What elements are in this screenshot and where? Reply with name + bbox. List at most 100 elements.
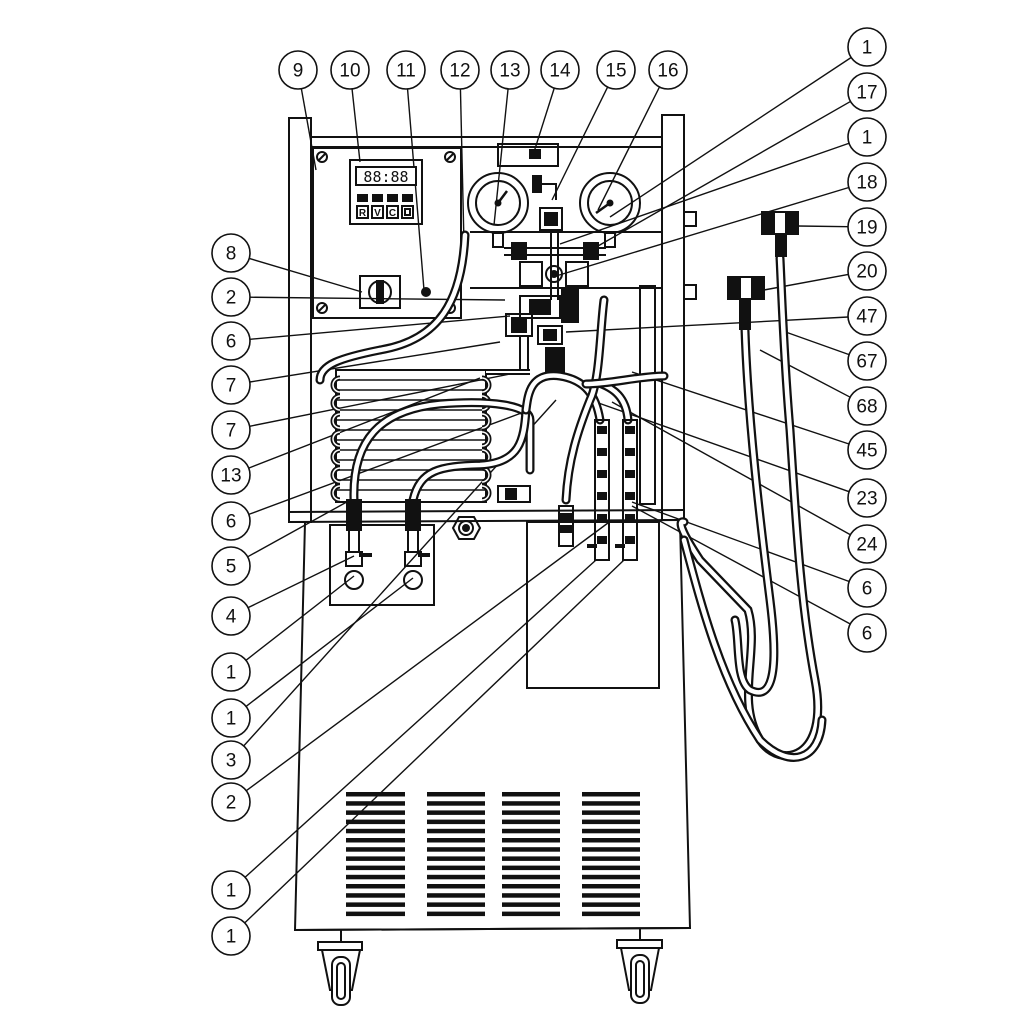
- leader-line: [559, 142, 850, 245]
- callout-number: 23: [847, 478, 887, 518]
- callout-number: 4: [211, 596, 251, 636]
- svg-text:47: 47: [856, 307, 877, 328]
- controller-button-label: C: [389, 208, 396, 219]
- low-pressure-gauge-icon: [467, 172, 529, 248]
- callout-number: 20: [847, 251, 887, 291]
- callout-number: 45: [847, 430, 887, 470]
- callout-number: 3: [211, 740, 251, 780]
- callout-number: 2: [211, 277, 251, 317]
- callout-number: 5: [211, 546, 251, 586]
- leader-line: [459, 88, 465, 245]
- controller-unit: [349, 159, 423, 225]
- main-switch-lever: [376, 280, 384, 304]
- leader-line: [248, 377, 481, 469]
- leader-line: [249, 257, 363, 293]
- svg-text:3: 3: [226, 751, 237, 772]
- leader-line: [406, 88, 425, 291]
- leader-line: [611, 401, 851, 536]
- svg-text:12: 12: [449, 61, 470, 82]
- callout-number: 1: [847, 27, 887, 67]
- svg-text:67: 67: [856, 352, 877, 373]
- callout-number: 1: [211, 870, 251, 910]
- svg-text:7: 7: [226, 421, 237, 442]
- svg-text:16: 16: [657, 61, 678, 82]
- digital-display: [355, 166, 417, 186]
- callout-number: 1: [211, 916, 251, 956]
- callout-number: 6: [847, 613, 887, 653]
- callout-number: 24: [847, 524, 887, 564]
- callout-number: 15: [596, 50, 636, 90]
- callout-number: 68: [847, 386, 887, 426]
- svg-text:15: 15: [605, 61, 626, 82]
- leader-line: [247, 555, 355, 609]
- quick-coupler-high-icon: [761, 211, 799, 257]
- svg-text:8: 8: [226, 244, 237, 265]
- solenoid-valve-icon: [519, 295, 561, 319]
- cabinet-vents: [346, 792, 640, 917]
- callout-number: 12: [440, 50, 480, 90]
- callout-number: 18: [847, 162, 887, 202]
- svg-text:6: 6: [226, 512, 237, 533]
- svg-text:13: 13: [220, 466, 241, 487]
- leader-line: [555, 186, 850, 277]
- coupler-icon: [558, 505, 574, 547]
- svg-text:9: 9: [293, 61, 304, 82]
- leader-line: [244, 559, 625, 924]
- leader-line: [533, 87, 555, 153]
- display-reading: 88:88: [363, 168, 408, 186]
- leader-line: [351, 88, 361, 163]
- callout-number: 13: [490, 50, 530, 90]
- service-valves: [344, 211, 799, 590]
- svg-text:1: 1: [226, 881, 237, 902]
- controller-button-label: R: [359, 208, 367, 219]
- service-valve-right-icon: [403, 499, 430, 590]
- left-caster: [317, 930, 363, 1006]
- svg-text:1: 1: [226, 663, 237, 684]
- coupler-port-icon: [683, 211, 697, 227]
- svg-text:1: 1: [226, 709, 237, 730]
- svg-text:1: 1: [226, 927, 237, 948]
- callout-number: 2: [211, 782, 251, 822]
- callout-number: 10: [330, 50, 370, 90]
- leader-line: [631, 505, 851, 625]
- callout-number: 16: [648, 50, 688, 90]
- callout-number: 9: [278, 50, 318, 90]
- leader-line: [245, 575, 355, 661]
- callout-number: 17: [847, 72, 887, 112]
- callout-number: 6: [211, 501, 251, 541]
- oil-container-icon: [497, 143, 559, 167]
- quick-coupler-low-icon: [727, 276, 765, 330]
- callout-number: 1: [847, 117, 887, 157]
- svg-text:6: 6: [226, 332, 237, 353]
- svg-text:14: 14: [549, 61, 571, 82]
- svg-text:11: 11: [396, 61, 416, 82]
- callout-number: 1: [211, 652, 251, 692]
- leader-line: [248, 411, 525, 516]
- callout-number: 6: [847, 568, 887, 608]
- leader-line: [244, 559, 597, 878]
- callout-number: 13: [211, 455, 251, 495]
- svg-text:23: 23: [856, 489, 877, 510]
- callout-number: 19: [847, 207, 887, 247]
- center-panel: [526, 521, 660, 689]
- svg-text:7: 7: [226, 376, 237, 397]
- leader-line: [631, 371, 850, 445]
- leader-line: [245, 577, 414, 707]
- callout-number: 67: [847, 341, 887, 381]
- coil-bends-left: [330, 375, 341, 503]
- svg-text:2: 2: [226, 793, 237, 814]
- callout-number: 1: [211, 698, 251, 738]
- coupler-stack-icon: [622, 419, 638, 561]
- svg-text:4: 4: [226, 607, 237, 628]
- callout-number: 11: [386, 50, 426, 90]
- svg-text:1: 1: [862, 38, 873, 59]
- svg-text:10: 10: [339, 61, 360, 82]
- svg-text:17: 17: [856, 83, 877, 104]
- leader-line: [249, 371, 521, 427]
- leader-line: [797, 225, 849, 228]
- svg-text:1: 1: [862, 128, 873, 149]
